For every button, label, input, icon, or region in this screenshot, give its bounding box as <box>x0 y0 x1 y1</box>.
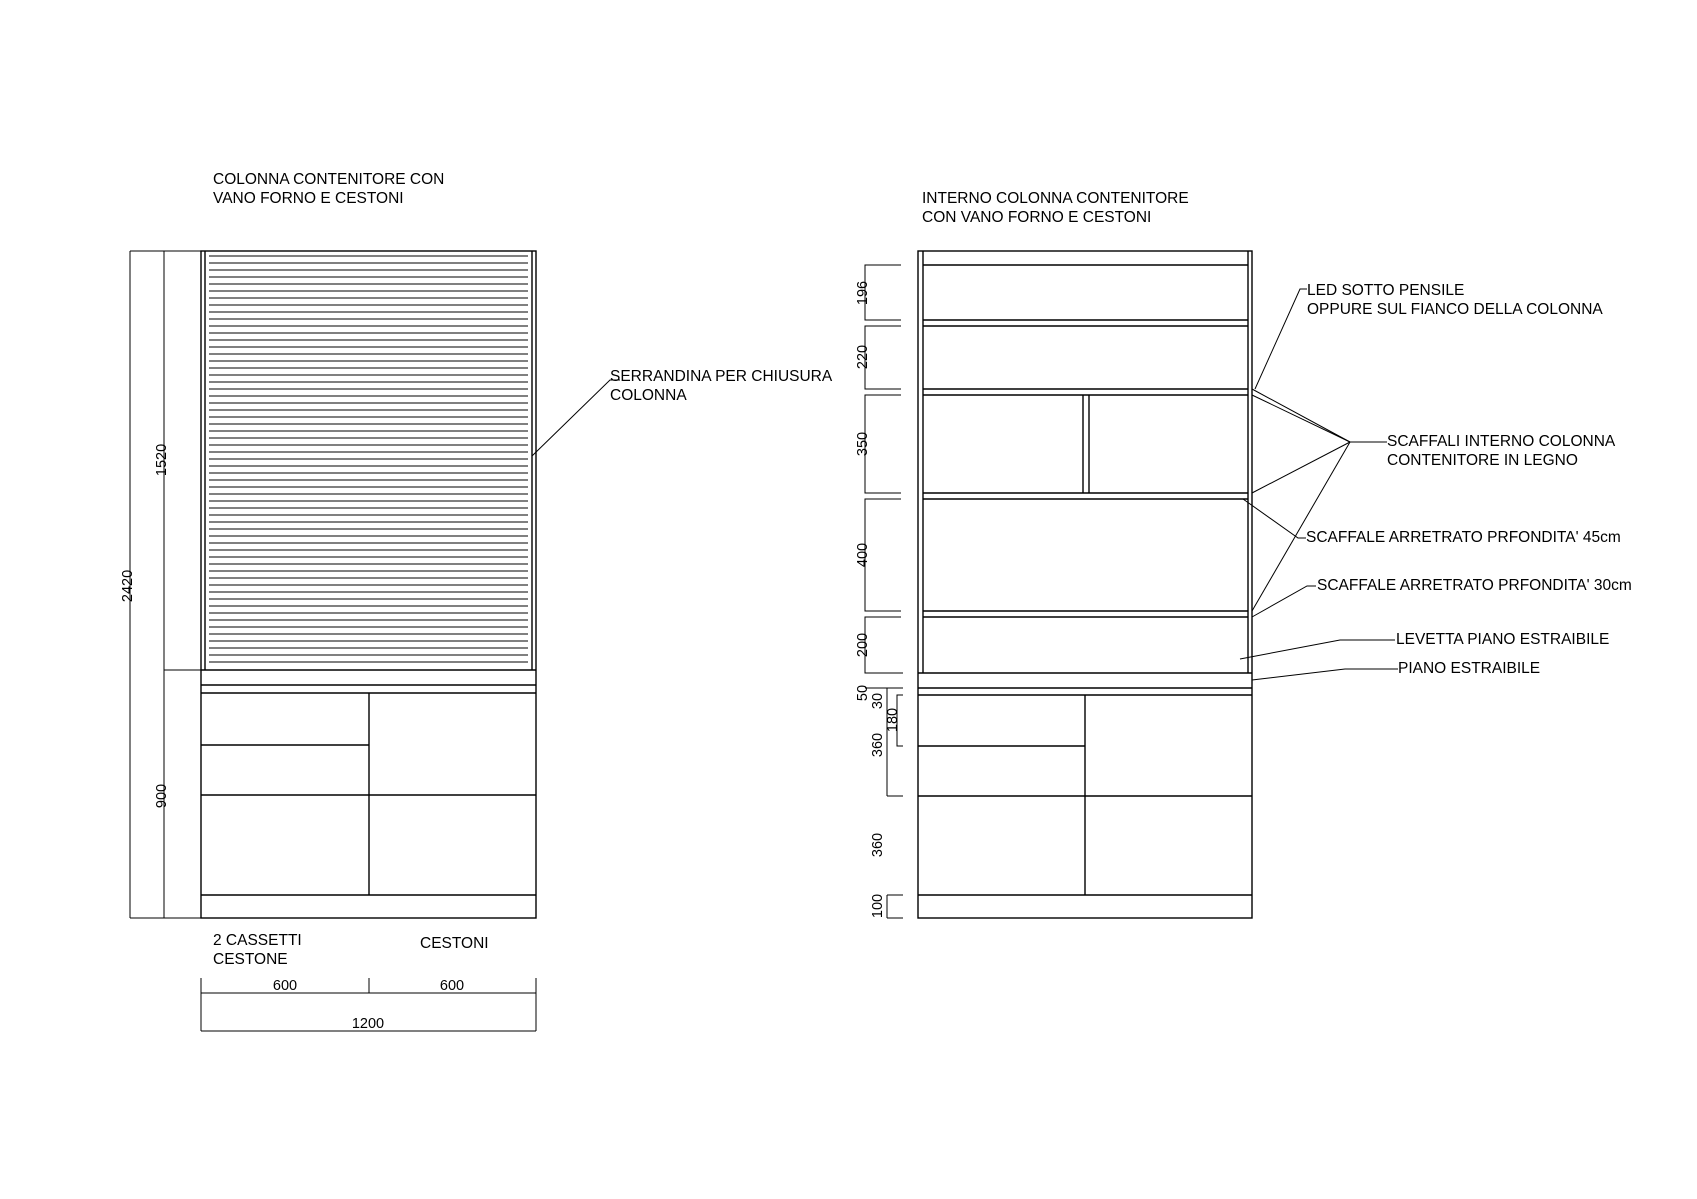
shutter-callout-line1: SERRANDINA PER CHIUSURA <box>610 368 833 385</box>
dim-width-right: 600 <box>440 978 464 994</box>
shelves-callout-line2: CONTENITORE IN LEGNO <box>1387 452 1578 469</box>
drawers-label-line1: 2 CASSETTI <box>213 932 302 949</box>
dim-360-b: 360 <box>870 833 886 857</box>
dim-width-left: 600 <box>273 978 297 994</box>
pullout-callout: PIANO ESTRAIBILE <box>1398 660 1540 677</box>
dim-50: 50 <box>855 685 871 701</box>
shelf45-callout: SCAFFALE ARRETRATO PRFONDITA' 45cm <box>1306 529 1621 546</box>
dim-360-a: 360 <box>870 733 886 757</box>
left-title-line1: COLONNA CONTENITORE CON <box>213 171 444 188</box>
baskets-label: CESTONI <box>420 935 489 952</box>
lever-callout: LEVETTA PIANO ESTRAIBILE <box>1396 631 1609 648</box>
right-elevation: INTERNO COLONNA CONTENITORE CON VANO FOR… <box>855 190 1632 919</box>
dim-200: 200 <box>855 633 871 657</box>
dim-lower-height: 900 <box>154 784 170 808</box>
shutter-callout-line2: COLONNA <box>610 387 687 404</box>
dim-180: 180 <box>885 708 901 732</box>
dim-400: 400 <box>855 543 871 567</box>
led-callout-line2: OPPURE SUL FIANCO DELLA COLONNA <box>1307 301 1603 318</box>
dimension-boxes <box>864 264 903 919</box>
dim-width-total: 1200 <box>352 1016 384 1032</box>
leader-lines <box>1239 288 1398 681</box>
led-callout-line1: LED SOTTO PENSILE <box>1307 282 1464 299</box>
right-title-line1: INTERNO COLONNA CONTENITORE <box>922 190 1189 207</box>
drawers-label-line2: CESTONE <box>213 951 288 968</box>
shelf30-callout: SCAFFALE ARRETRATO PRFONDITA' 30cm <box>1317 577 1632 594</box>
right-title-line2: CON VANO FORNO E CESTONI <box>922 209 1151 226</box>
dim-350: 350 <box>855 432 871 456</box>
dim-30: 30 <box>870 693 886 709</box>
shelves-callout-line1: SCAFFALI INTERNO COLONNA <box>1387 433 1616 450</box>
dim-total-height: 2420 <box>120 570 136 602</box>
dim-196: 196 <box>855 281 871 305</box>
dim-220: 220 <box>855 345 871 369</box>
dim-upper-height: 1520 <box>154 444 170 476</box>
dim-100: 100 <box>870 894 886 918</box>
left-elevation: COLONNA CONTENITORE CON VANO FORNO E CES… <box>120 171 833 1032</box>
roller-shutter <box>209 255 528 663</box>
left-title-line2: VANO FORNO E CESTONI <box>213 190 404 207</box>
